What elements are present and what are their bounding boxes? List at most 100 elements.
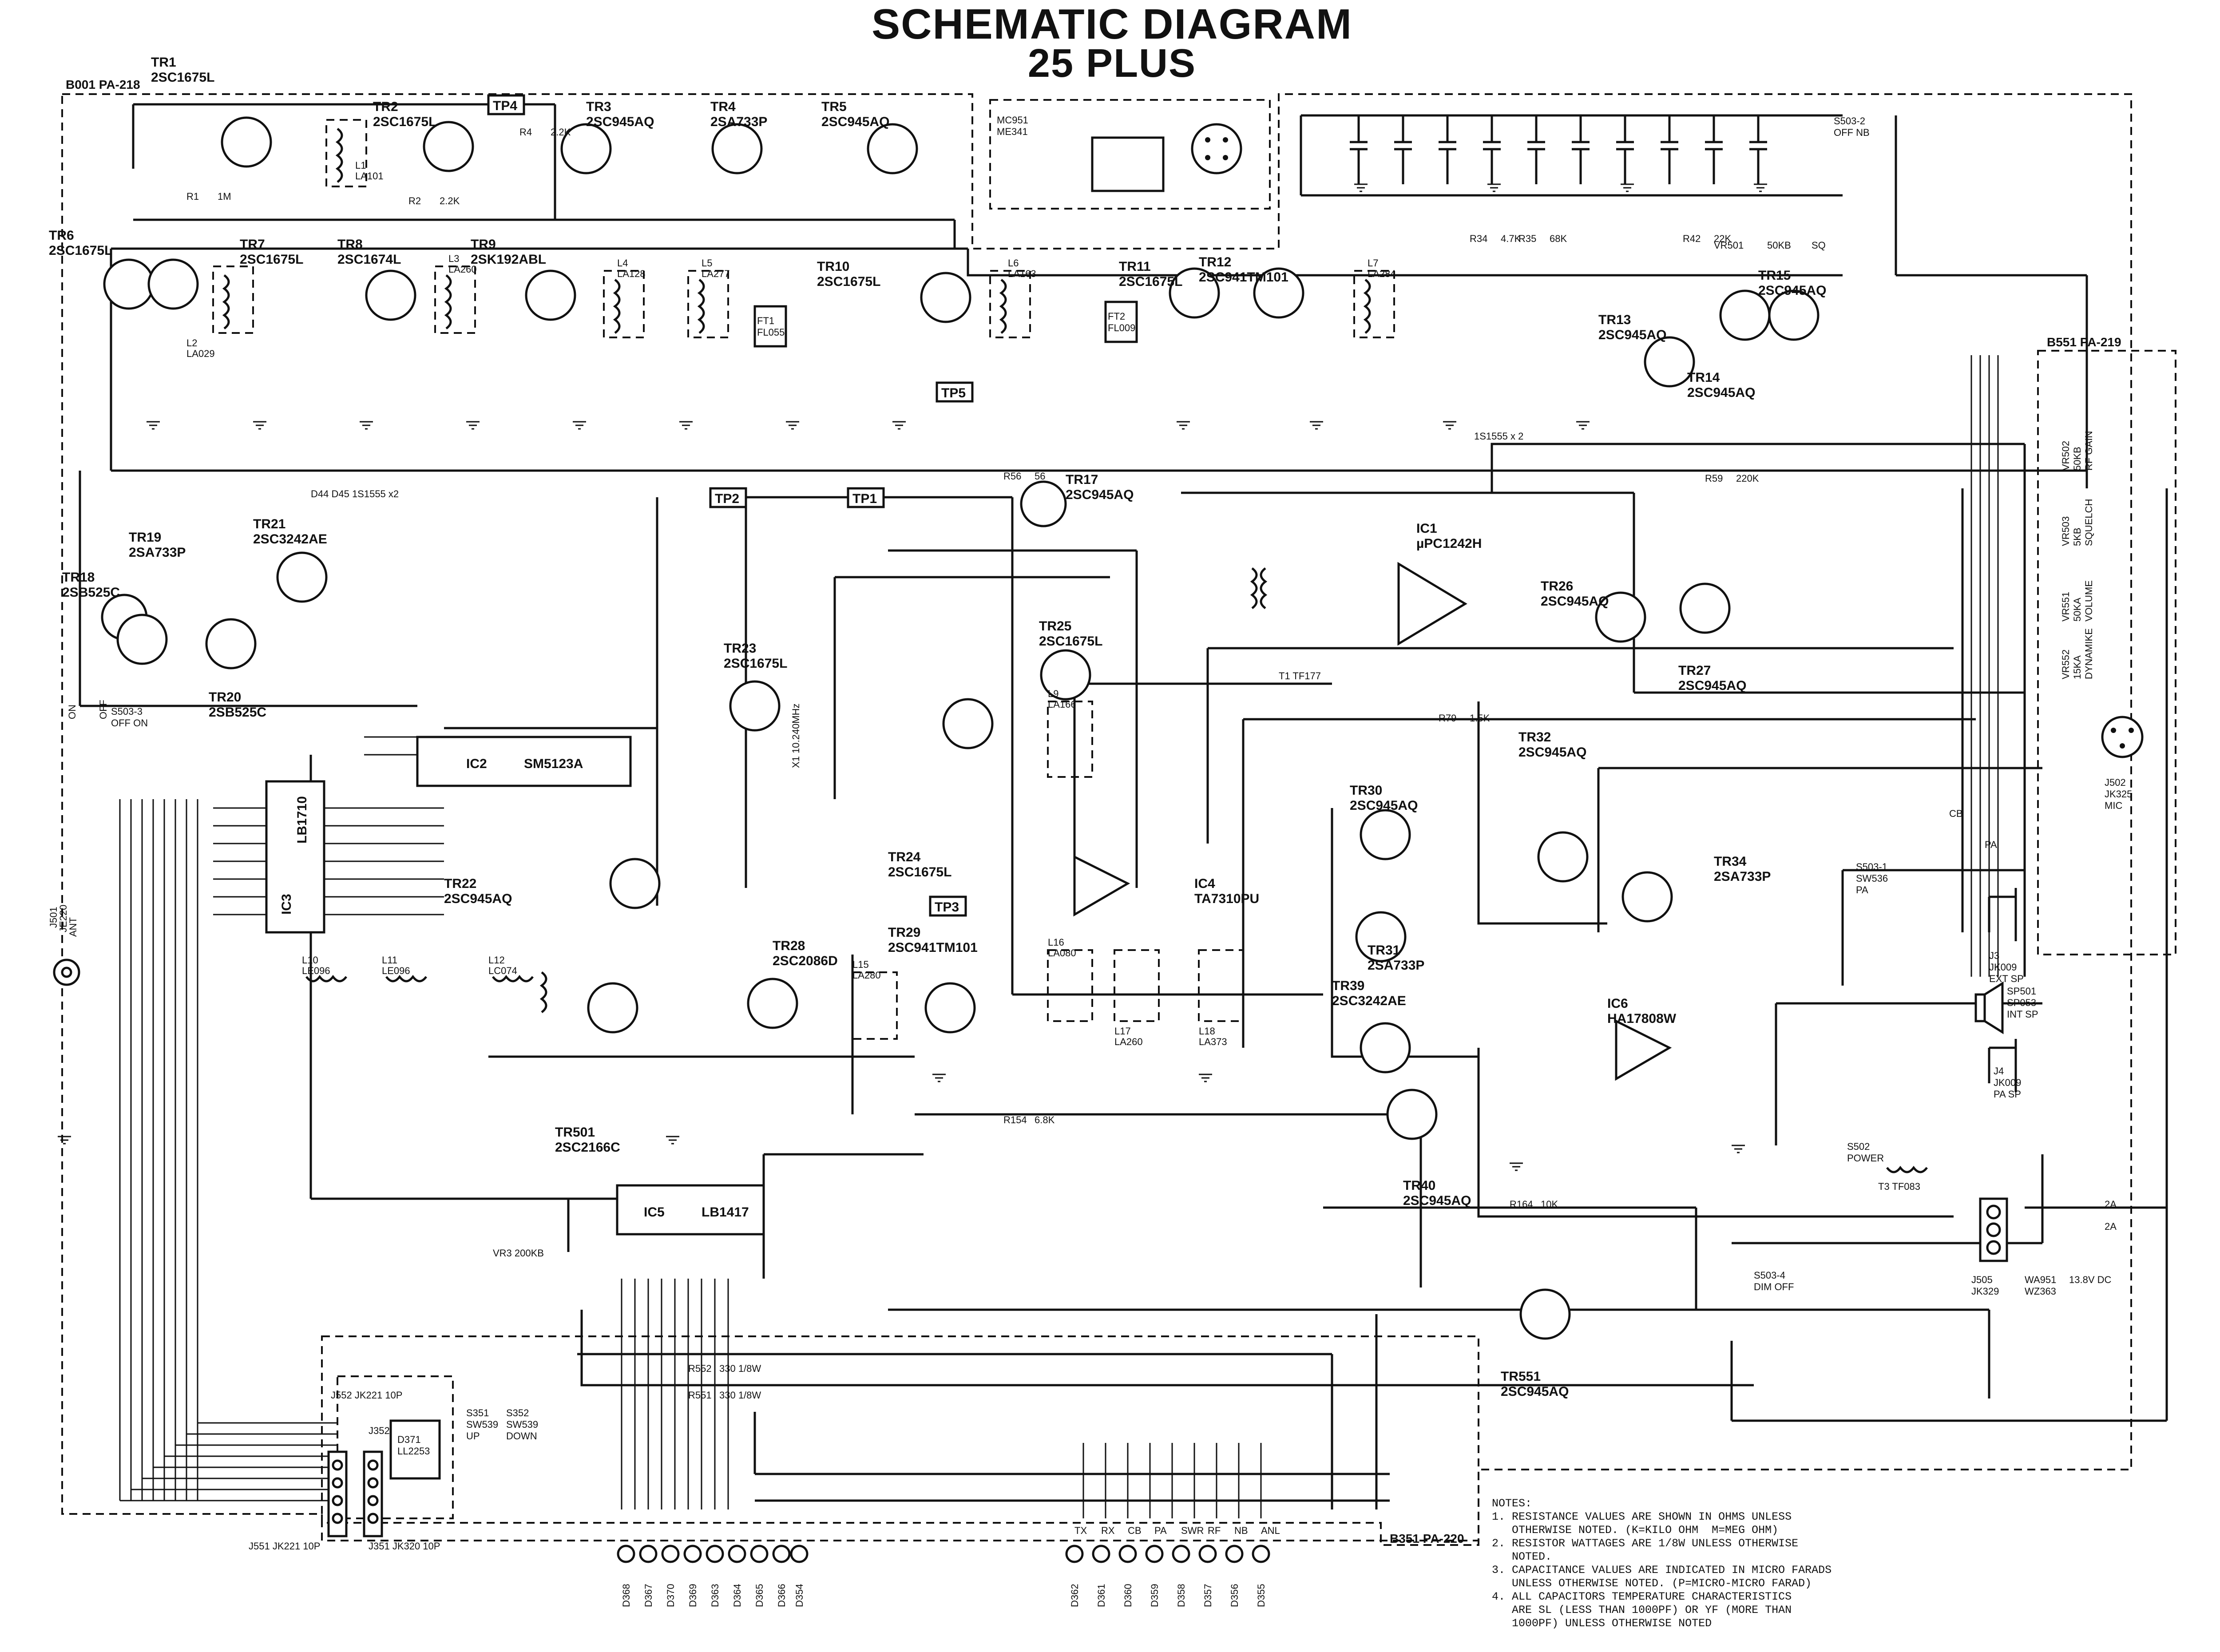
transistor-ref: TR4 — [710, 99, 736, 114]
led-d358 — [1172, 1545, 1190, 1563]
coil-ref: L1 — [355, 160, 366, 171]
switch-label: DOWN — [506, 1430, 537, 1442]
led-ref: D355 — [1256, 1584, 1267, 1607]
resistor-value: 1.5K — [1470, 713, 1490, 724]
led-ref: D364 — [732, 1584, 743, 1607]
mic-element-ref: MC951 — [997, 115, 1028, 126]
ic-ref: IC1 — [1416, 521, 1437, 536]
switch-label: DIM OFF — [1754, 1281, 1794, 1292]
board-outline-b551 — [2037, 350, 2176, 955]
transistor-ref: TR32 — [1518, 730, 1551, 745]
transistor-part: 2SC941TM101 — [1199, 270, 1288, 285]
coil-ref: L17 — [1114, 1026, 1131, 1037]
power-part: JK329 — [1971, 1286, 1999, 1297]
tp2-label: TP2 — [715, 491, 739, 506]
transistor-ref: TR29 — [888, 925, 920, 940]
led-ref: D359 — [1149, 1584, 1160, 1607]
control-part: 50KB — [2072, 447, 2083, 471]
transistor-ref: TR5 — [821, 99, 847, 114]
led-ref: D366 — [776, 1584, 787, 1607]
transistor-ref: TR7 — [240, 237, 265, 252]
resistor-ref: R42 — [1683, 233, 1701, 244]
transistor-ref: TR17 — [1066, 472, 1098, 487]
coil-part: LA260 — [448, 264, 477, 275]
led-d366 — [772, 1545, 791, 1563]
j551-label: J551 JK221 10P — [249, 1541, 320, 1552]
resistor-ref: R4 — [519, 127, 532, 138]
resistor-value: 10K — [1541, 1199, 1558, 1210]
t1-label: T1 TF177 — [1279, 670, 1321, 681]
coil-part: LA101 — [355, 170, 384, 182]
power-ws-part: WZ363 — [2025, 1286, 2056, 1297]
transistor-ref: TR551 — [1501, 1369, 1541, 1384]
resistor-value: 68K — [1550, 233, 1567, 244]
transistor-ref: TR19 — [129, 530, 161, 545]
led-d357 — [1198, 1545, 1217, 1563]
led-ref: D367 — [643, 1584, 654, 1607]
coil-part: LA373 — [1199, 1036, 1227, 1047]
ic-ref: IC5 — [644, 1205, 665, 1220]
mic-jack-part: JK325 — [2105, 788, 2132, 800]
resistor-ref: R164 — [1510, 1199, 1533, 1210]
control-part: 50KA — [2072, 598, 2083, 622]
coil-part: LC074 — [488, 965, 517, 976]
coil-ref: L4 — [617, 258, 628, 269]
control-ref: VR503 — [2060, 516, 2071, 546]
transistor-ref: TR26 — [1541, 579, 1573, 594]
transistor-ref: TR1 — [151, 55, 176, 70]
transistor-part: 2SA733P — [1714, 869, 1771, 884]
led-d362 — [1065, 1545, 1084, 1563]
ic-ref: IC4 — [1194, 876, 1215, 891]
board-outline-b001 — [61, 93, 2132, 1546]
resistor-value: 22K — [1714, 233, 1731, 244]
resistor-value: 2.2K — [440, 195, 460, 206]
transistor-ref: TR25 — [1039, 619, 1071, 634]
j552-label: J552 JK221 10P — [331, 1390, 402, 1401]
coil-ref: L5 — [702, 258, 712, 269]
resistor-ref: R79 — [1439, 713, 1456, 724]
tp1-label: TP1 — [852, 491, 877, 506]
int-sp-part: SP053 — [2007, 997, 2036, 1008]
transistor-part: 2SC1675L — [240, 252, 303, 267]
ic-part: LB1417 — [702, 1205, 749, 1220]
led-function-label: ANL — [1261, 1525, 1280, 1536]
transistor-ref: TR15 — [1758, 268, 1791, 283]
wire-network — [79, 103, 2168, 1509]
board-outline-b351 — [321, 1335, 1479, 1541]
transistor-part: 2SC3242AE — [253, 532, 327, 547]
notes-block: NOTES: 1. RESISTANCE VALUES ARE SHOWN IN… — [1492, 1497, 2184, 1630]
display-part: LL2253 — [397, 1446, 430, 1457]
resistor-value: 220K — [1736, 473, 1759, 484]
transistor-ref: TR10 — [817, 259, 849, 274]
diagram-title: SCHEMATIC DIAGRAM — [872, 0, 1352, 48]
led-ref: D370 — [665, 1584, 676, 1607]
diagram-subtitle: 25 PLUS — [1027, 41, 1197, 86]
transistor-ref: TR27 — [1678, 663, 1711, 678]
ground-symbols — [58, 183, 1767, 1171]
vr3-label: VR3 200KB — [493, 1248, 544, 1259]
board-label-b351: B351 PA-220 — [1390, 1532, 1464, 1545]
coil-labels: L1LA101L2LA029L3LA260L4LA128L5LA277L6LA1… — [186, 160, 1396, 1047]
transistor-ref: TR24 — [888, 850, 921, 864]
transistor-part: 2SC945AQ — [1678, 678, 1746, 693]
switch-label: OFF NB — [1834, 127, 1870, 138]
transistor-part: 2SC1675L — [373, 115, 436, 129]
transistor-ref: TR6 — [49, 228, 74, 243]
transistor-part: 2SC1675L — [817, 274, 880, 289]
led-function-label: TX — [1074, 1525, 1087, 1536]
switch-ref: S352 — [506, 1407, 529, 1418]
coil-part: LA128 — [617, 268, 646, 279]
resistor-ref: R154 — [1003, 1114, 1027, 1125]
transistor-part: 2SC1675L — [151, 70, 214, 85]
transistor-ref: TR21 — [253, 517, 285, 531]
mic-element: MC951 ME341 — [997, 115, 1242, 192]
ic-part: LB1710 — [295, 796, 309, 844]
resistor-value: 330 1/8W — [719, 1363, 761, 1374]
led-ref: D362 — [1069, 1584, 1080, 1607]
tp3-label: TP3 — [935, 900, 959, 915]
coil-ref: L16 — [1048, 937, 1064, 948]
switch-ref: S503-3 — [111, 706, 143, 717]
resistor-ref: R35 — [1518, 233, 1536, 244]
